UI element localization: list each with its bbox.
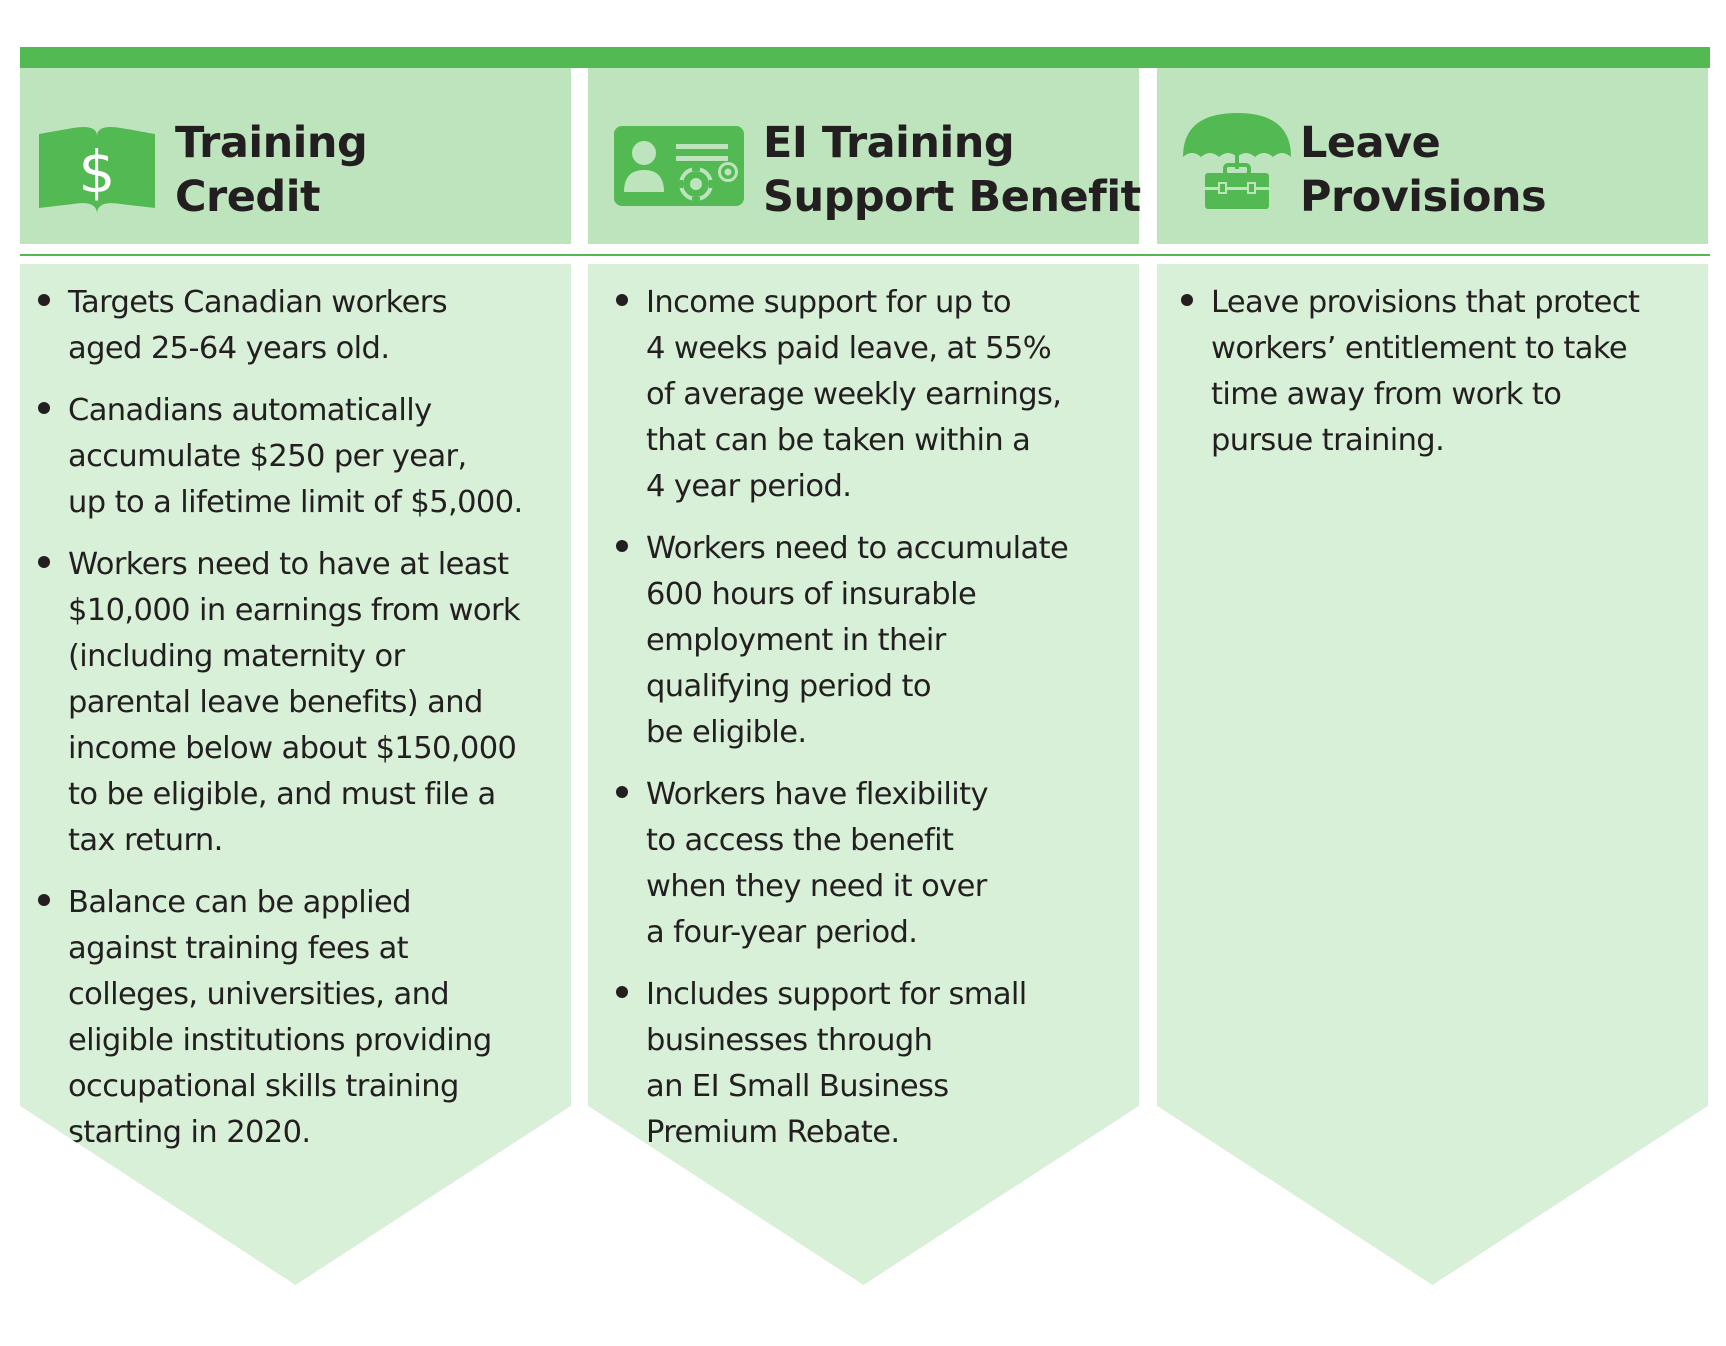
dollar-book-icon: $ [39, 127, 155, 214]
bullet-dot [38, 556, 50, 568]
column-body-ei-training-support-benefit: Income support for up to 4 weeks paid le… [588, 264, 1139, 1285]
bullet-list: Targets Canadian workers aged 25-64 year… [36, 280, 566, 1172]
list-item: Canadians automatically accumulate $250 … [36, 388, 566, 526]
top-accent-bar [20, 47, 1710, 68]
header-divider-line [20, 254, 1710, 256]
column-title: Training Credit [175, 118, 368, 222]
list-item: Workers need to accumulate 600 hours of … [614, 526, 1134, 756]
umbrella-briefcase-icon [1183, 113, 1291, 209]
column-body-leave-provisions: Leave provisions that protect workers’ e… [1157, 264, 1708, 1285]
bullet-dot [38, 294, 50, 306]
list-item: Leave provisions that protect workers’ e… [1179, 280, 1703, 464]
column-title: Leave Provisions [1300, 118, 1547, 222]
bullet-dot [616, 540, 628, 552]
list-item: Balance can be applied against training … [36, 880, 566, 1156]
bullet-dot [38, 402, 50, 414]
bullet-list: Income support for up to 4 weeks paid le… [614, 280, 1134, 1172]
bullet-dot [616, 786, 628, 798]
list-item: Income support for up to 4 weeks paid le… [614, 280, 1134, 510]
column-header-training-credit: $ Training Credit [20, 68, 571, 244]
svg-text:$: $ [79, 138, 116, 206]
column-title: EI Training Support Benefit [763, 118, 1141, 222]
bullet-dot [38, 894, 50, 906]
bullet-list: Leave provisions that protect workers’ e… [1179, 280, 1703, 480]
column-header-leave-provisions: Leave Provisions [1157, 68, 1708, 244]
list-item: Workers have flexibility to access the b… [614, 772, 1134, 956]
bullet-dot [616, 986, 628, 998]
list-item: Workers need to have at least $10,000 in… [36, 542, 566, 864]
column-body-training-credit: Targets Canadian workers aged 25-64 year… [20, 264, 571, 1285]
bullet-dot [1181, 294, 1193, 306]
column-header-ei-training-support-benefit: EI Training Support Benefit [588, 68, 1141, 244]
bullet-dot [616, 294, 628, 306]
list-item: Targets Canadian workers aged 25-64 year… [36, 280, 566, 372]
list-item: Includes support for small businesses th… [614, 972, 1134, 1156]
id-card-gears-icon [614, 126, 744, 206]
